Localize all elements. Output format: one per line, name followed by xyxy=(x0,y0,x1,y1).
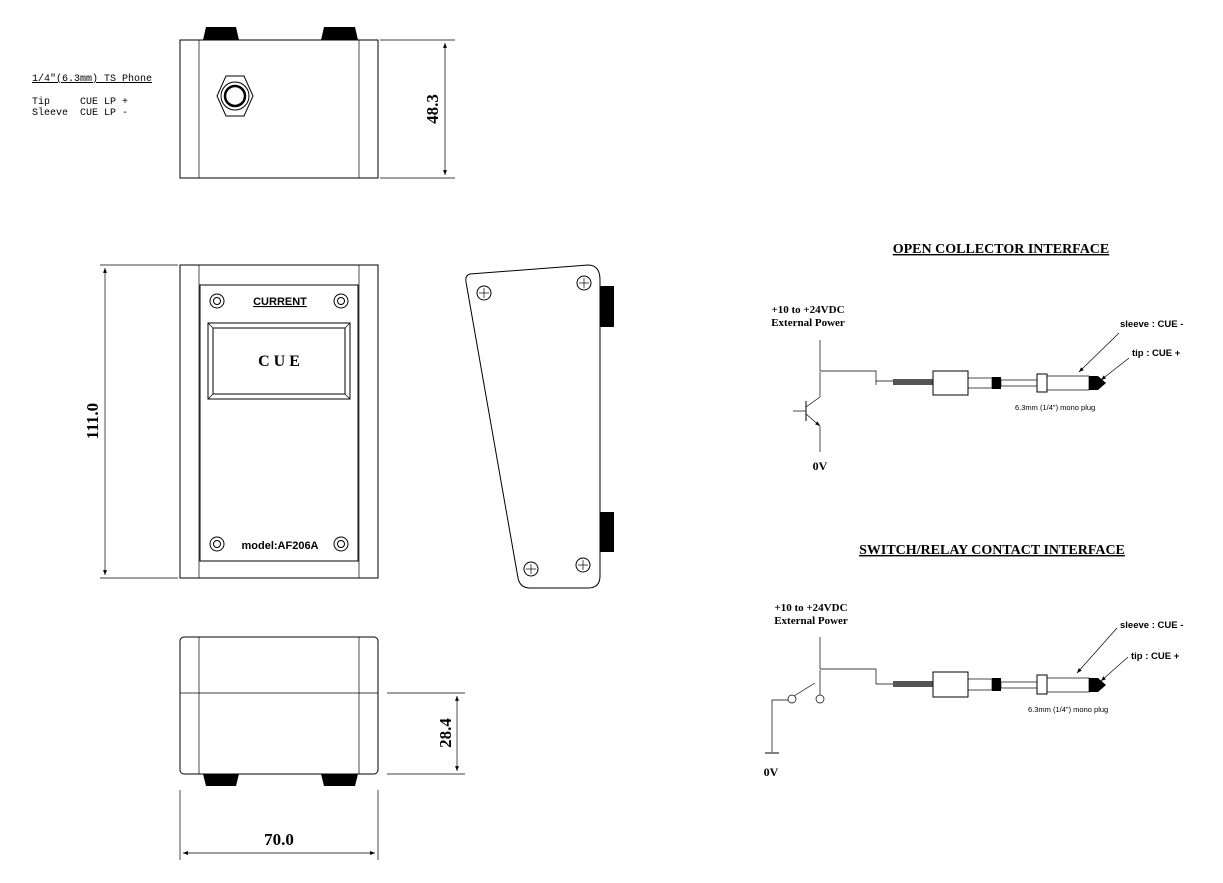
tip-label: tip : CUE + xyxy=(1131,651,1180,662)
connector-signal-tip: CUE LP + xyxy=(80,97,128,108)
rubber-foot-left xyxy=(203,27,239,40)
cue-lamp-frame xyxy=(207,322,351,400)
brand-label: CURRENT xyxy=(253,296,307,308)
dimension-bottom-height: 28.4 xyxy=(436,718,455,748)
sleeve-label: sleeve : CUE - xyxy=(1120,319,1183,330)
phone-jack-icon xyxy=(223,84,247,108)
screw-icon xyxy=(476,285,492,301)
screw-icon xyxy=(575,557,591,573)
power-label-line2: External Power xyxy=(774,615,848,627)
rubber-foot-left xyxy=(203,774,239,786)
power-label-line2: External Power xyxy=(771,317,845,329)
screw-icon xyxy=(333,536,349,552)
ground-label: 0V xyxy=(764,765,779,779)
plug-label: 6.3mm (1/4") mono plug xyxy=(1028,705,1108,714)
connector-pin-sleeve: Sleeve xyxy=(32,107,68,119)
side-view-body xyxy=(465,264,601,589)
open-collector-title: OPEN COLLECTOR INTERFACE xyxy=(893,242,1110,257)
screw-icon xyxy=(576,275,592,291)
model-label: model:AF206A xyxy=(241,540,318,552)
side-view xyxy=(465,264,614,589)
rubber-foot-right xyxy=(321,774,358,786)
connector-signal-sleeve: CUE LP - xyxy=(80,108,128,119)
open-collector-diagram: OPEN COLLECTOR INTERFACE +10 to +24VDC E… xyxy=(771,242,1183,473)
sleeve-label: sleeve : CUE - xyxy=(1120,620,1183,631)
rubber-foot-side-top xyxy=(600,286,614,327)
mono-plug-icon xyxy=(893,370,1106,396)
transistor-icon xyxy=(793,372,821,452)
tip-label: tip : CUE + xyxy=(1132,348,1181,359)
jack-nut-icon xyxy=(216,75,254,117)
connector-note: 1/4"(6.3mm) TS Phone Tip CUE LP + Sleeve… xyxy=(32,73,152,119)
power-label-line1: +10 to +24VDC xyxy=(771,304,844,316)
switch-relay-diagram: SWITCH/RELAY CONTACT INTERFACE +10 to +2… xyxy=(764,543,1184,779)
front-view-body xyxy=(179,264,379,579)
power-label-line1: +10 to +24VDC xyxy=(774,602,847,614)
front-view: CURRENT C U E model:AF206A 111.0 xyxy=(83,264,379,579)
top-view-body xyxy=(179,39,379,179)
mono-plug-icon xyxy=(893,671,1106,698)
ground-label: 0V xyxy=(813,459,828,473)
connector-pin-tip: Tip xyxy=(32,96,50,108)
screw-icon xyxy=(209,293,225,309)
bottom-view: 28.4 70.0 xyxy=(179,636,465,860)
rubber-foot-side-bottom xyxy=(600,512,614,552)
bottom-view-body xyxy=(179,636,379,775)
rubber-foot-right xyxy=(321,27,358,40)
cue-lamp-label: C U E xyxy=(258,353,300,370)
screw-icon xyxy=(333,293,349,309)
dimension-width: 70.0 xyxy=(264,830,294,849)
front-panel xyxy=(199,284,359,562)
plug-label: 6.3mm (1/4") mono plug xyxy=(1015,403,1095,412)
switch-icon xyxy=(765,670,825,754)
switch-relay-title: SWITCH/RELAY CONTACT INTERFACE xyxy=(859,543,1125,558)
screw-icon xyxy=(523,561,539,577)
dimension-top-height: 48.3 xyxy=(423,94,442,124)
connector-note-title: 1/4"(6.3mm) TS Phone xyxy=(32,73,152,85)
top-view: 48.3 xyxy=(179,27,455,179)
screw-icon xyxy=(209,536,225,552)
dimension-front-height: 111.0 xyxy=(83,403,102,439)
